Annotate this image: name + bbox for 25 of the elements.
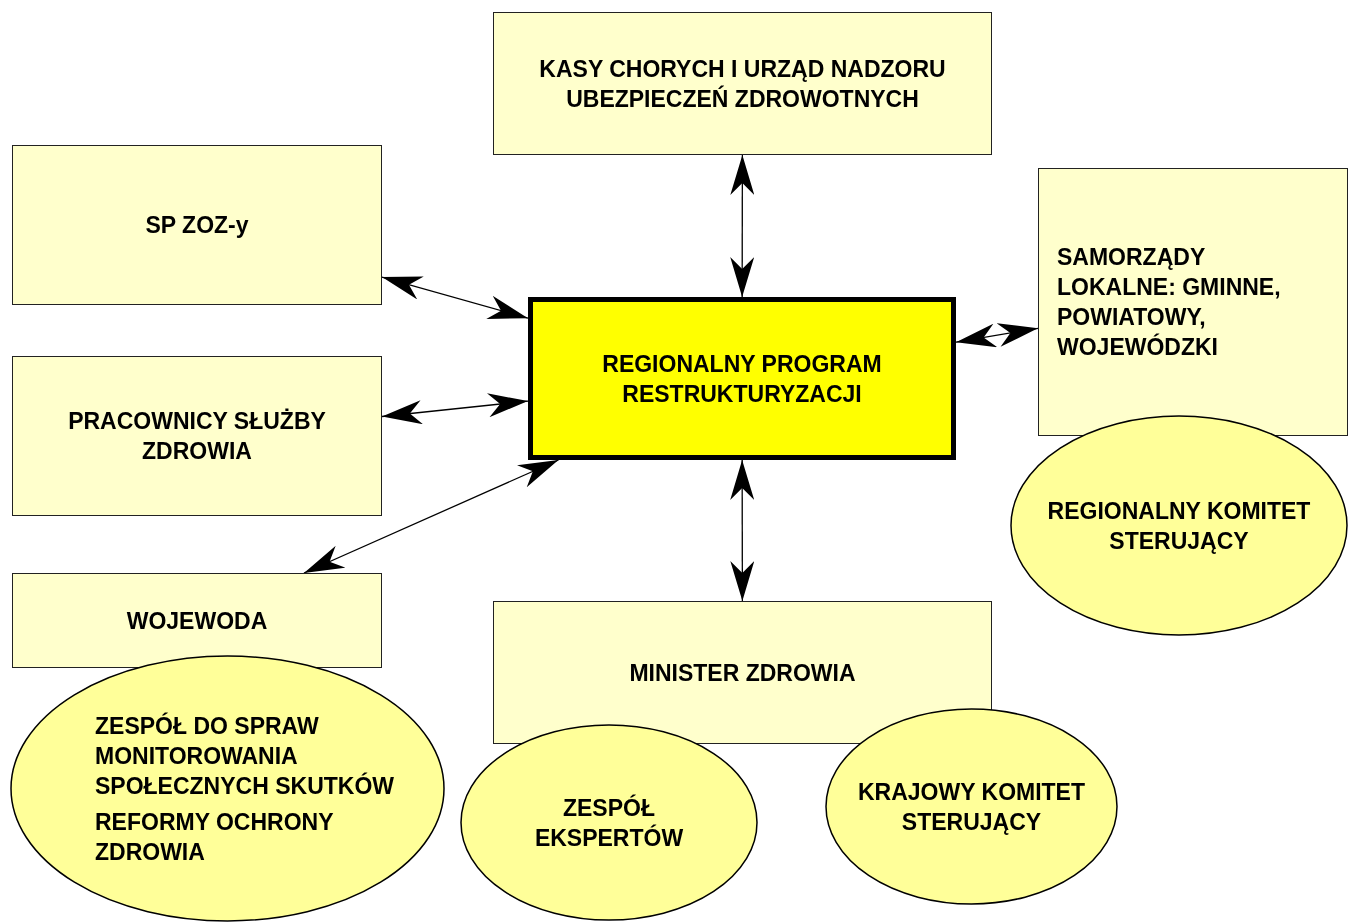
box-label: SAMORZĄDY LOKALNE: GMINNE, POWIATOWY, WOJEWÓDZKI [1057, 243, 1282, 362]
organization-box [12, 573, 382, 668]
box-label: REGIONALNY PROGRAM RESTRUKTURYZACJI [601, 349, 883, 409]
box-label: REFORMY OCHRONY ZDROWIA [95, 807, 335, 867]
main-program-box [528, 297, 956, 460]
double-arrow [730, 154, 755, 298]
box-label: KRAJOWY KOMITET STERUJĄCY [857, 777, 1086, 837]
organization-box [493, 12, 992, 155]
box-label: MINISTER ZDROWIA [629, 658, 856, 688]
double-arrow [730, 459, 755, 602]
double-arrow [955, 323, 1039, 348]
organization-box [1038, 168, 1348, 436]
double-arrow [381, 393, 529, 425]
box-label: REGIONALNY KOMITET STERUJĄCY [1046, 496, 1312, 556]
box-label: SP ZOZ-y [145, 211, 249, 240]
organization-box [493, 601, 992, 744]
box-label: KASY CHORYCH I URZĄD NADZORU UBEZPIECZEŃ ZDROWOTNYCH [538, 54, 947, 114]
box-label: ZESPÓŁ EKSPERTÓW [533, 793, 685, 853]
organization-box [12, 356, 382, 516]
box-label: PRACOWNICY SŁUŻBY ZDROWIA [67, 407, 327, 466]
double-arrow [381, 276, 529, 319]
box-label: WOJEWODA [126, 606, 268, 636]
double-arrow [303, 459, 560, 574]
organization-box [12, 145, 382, 305]
box-label: ZESPÓŁ DO SPRAW MONITOROWANIA SPOŁECZNYCH SKUTKÓW [95, 711, 395, 801]
